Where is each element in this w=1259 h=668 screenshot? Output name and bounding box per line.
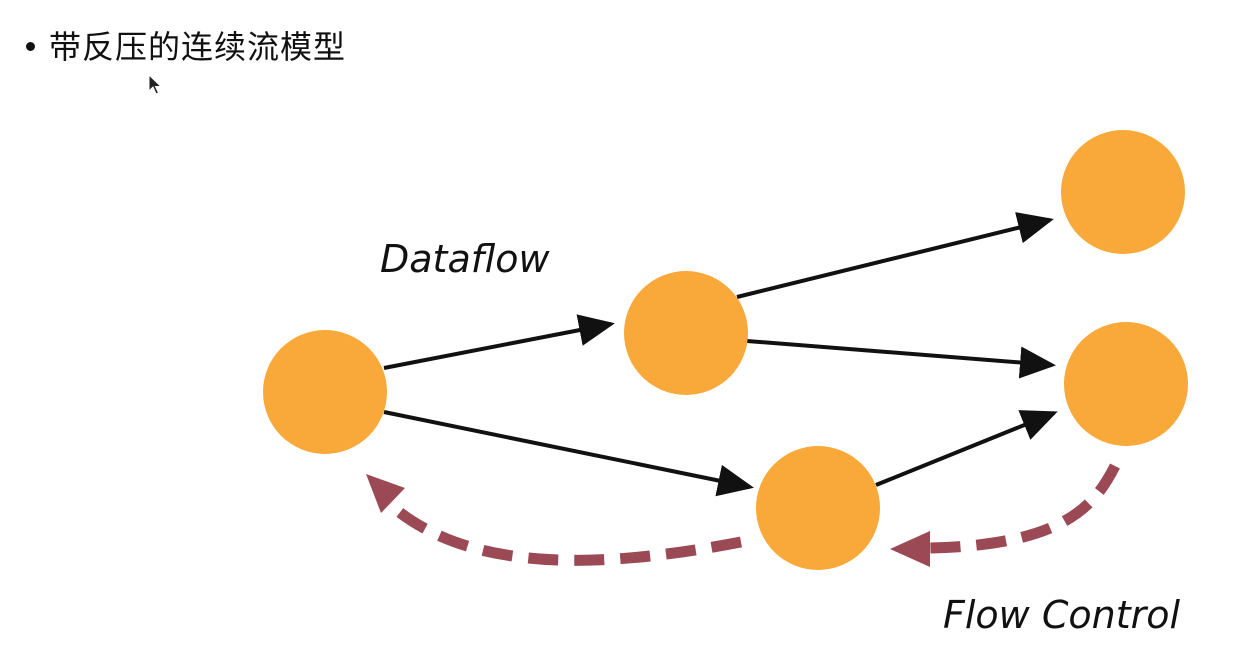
bullet-dot-icon: [26, 41, 35, 51]
flow-control-arrow-d-to-e: [929, 463, 1120, 554]
mouse-pointer-icon: [148, 74, 162, 95]
flow-control-arrowhead-2: [366, 474, 405, 513]
node-d: [1064, 322, 1188, 446]
edge-b-to-d: [746, 339, 1056, 379]
flow-control-label: Flow Control: [943, 593, 1180, 637]
edge-a-to-e: [383, 410, 754, 497]
flow-control-arrow-e-to-a: [381, 495, 743, 566]
edge-a-to-b: [383, 314, 615, 370]
flow-control-arrows: [366, 463, 1120, 567]
node-e: [756, 446, 880, 570]
node-c: [1061, 130, 1185, 254]
node-b: [624, 271, 748, 395]
bullet-text: 带反压的连续流模型: [49, 28, 347, 66]
dataflow-label: Dataflow: [380, 237, 551, 281]
dataflow-edges: [383, 212, 1058, 497]
edge-e-to-d: [875, 410, 1058, 487]
edge-b-to-c: [736, 212, 1054, 299]
flow-control-arrowhead-1: [890, 531, 930, 567]
node-a: [263, 330, 387, 454]
slide-bullet: 带反压的连续流模型: [26, 22, 346, 68]
nodes: [263, 130, 1188, 570]
